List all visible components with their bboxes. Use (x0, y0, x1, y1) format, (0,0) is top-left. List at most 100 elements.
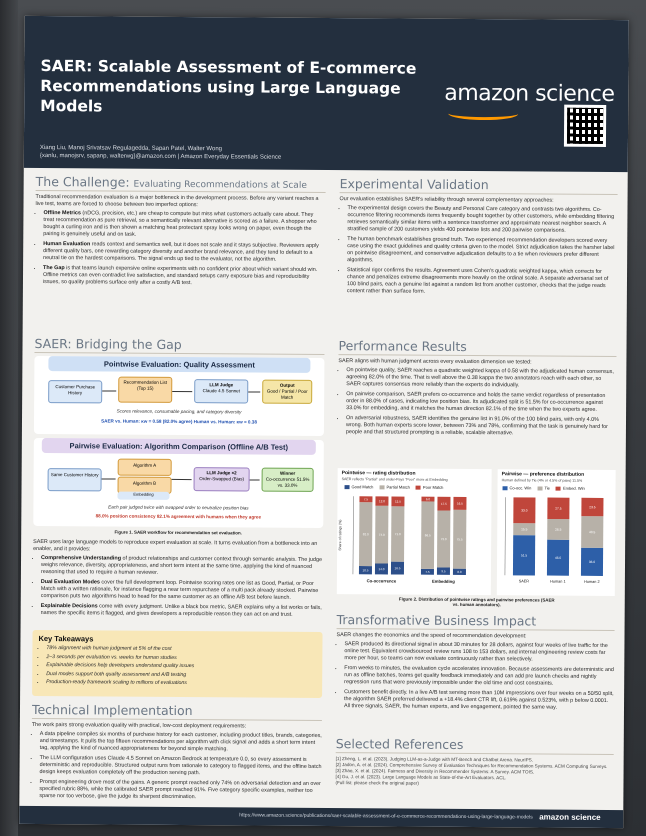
bar-value-label: 7.5 (364, 497, 369, 501)
challenge-section: The Challenge: Evaluating Recommendation… (35, 173, 326, 291)
figure-2-caption: Figure 2. Distribution of pointwise rati… (398, 596, 555, 608)
poster-title: SAER: Scalable Assessment of E-commerce … (40, 57, 417, 116)
left-column: The Challenge: Evaluating Recommendation… (32, 173, 326, 800)
bar-segment (546, 539, 570, 576)
x-tick-label: Human 2 (584, 580, 599, 584)
bar-value-label: 12.5 (395, 500, 401, 504)
logo-text: amazon science (444, 80, 615, 108)
pairwise-note: Each pair judged twice with swapped orde… (108, 504, 249, 511)
flow-arrow (248, 391, 261, 393)
bridging-heading: SAER: Bridging the Gap (34, 335, 325, 356)
bar-segment (420, 568, 434, 575)
performance-intro: SAER aligns with human judgment across e… (338, 358, 532, 366)
bar-value-label: 51.5 (521, 553, 527, 557)
chart-title: Pairwise — preference distribution (501, 471, 585, 478)
pointwise-note: Scores relevance, consumable pacing, and… (116, 408, 242, 415)
same-history-box: Same Customer History (47, 468, 102, 492)
recommendation-list-box: Recommendation List (Top 15) (118, 376, 173, 403)
validation-section: Experimental Validation Our evaluation e… (339, 176, 618, 300)
challenge-intro: Traditional recommendation evaluation is… (35, 193, 319, 209)
flow-arrow (249, 479, 260, 481)
impact-list: SAER produced its directional signal in … (336, 641, 614, 712)
impact-intro: SAER changes the economics and the speed… (336, 632, 527, 640)
flow-arrow (172, 390, 193, 393)
reference-item: (Full list: please check the original pa… (335, 780, 419, 786)
amazon-science-logo: amazon science (444, 80, 615, 121)
bar-value-label: 7.5 (425, 570, 430, 574)
pointwise-kappa: SAER vs. Human: κw = 0.58 (82.0% agree) … (101, 418, 257, 425)
bar-segment (452, 509, 467, 569)
impact-heading: Transformative Business Impact (336, 612, 615, 632)
bar-segment (581, 497, 604, 517)
bar-segment (437, 496, 451, 511)
bar-value-label: 33.0 (521, 508, 527, 512)
technical-item: The LLM configuration uses Claude 4.5 So… (40, 755, 322, 778)
challenge-heading: The Challenge: Evaluating Recommendation… (35, 173, 326, 194)
bar-value-label: 75.5 (457, 537, 463, 541)
takeaway-item: Production-ready framework scaling to mi… (46, 679, 316, 688)
bar-segment (391, 496, 405, 507)
technical-item: A data pipeline compiles six months of p… (40, 731, 322, 754)
impact-item: SAER produced its directional signal in … (344, 641, 614, 664)
paper-url: https://www.amazon.science/publications/… (239, 812, 533, 821)
validation-item: The experimental design covers the Beaut… (347, 205, 617, 235)
chart-subtitle: Human defined by Tie (4% or 4.5% of pair… (501, 478, 583, 483)
takeaway-item: 78% alignment with human judgment at 5% … (46, 645, 316, 654)
poster-header: SAER: Scalable Assessment of E-commerce … (23, 15, 629, 173)
validation-item: Statistical rigor confirms the results. … (347, 267, 617, 297)
footer-logo: amazon science (539, 812, 601, 822)
pointwise-chart-svg: Share of ratings (%)10.582.07.514.074.01… (338, 496, 467, 584)
chart-title: Pointwise — rating distribution (341, 470, 416, 477)
y-axis (352, 496, 354, 575)
bar-segment (420, 501, 435, 569)
bar-value-label: 23.5 (589, 505, 595, 509)
bar-value-label: 9.5 (441, 569, 446, 573)
key-takeaways-title: Key Takeaways (38, 634, 94, 644)
bar-value-label: 27.5 (555, 507, 561, 511)
chart-subtitle: SAER reflects "Partial" and under-Pays "… (341, 477, 448, 482)
embedding-label: Embedding (117, 491, 170, 500)
references-heading: Selected References (335, 736, 614, 756)
right-column: Experimental Validation Our evaluation e… (335, 176, 618, 786)
bar-segment (513, 523, 536, 536)
research-poster: SAER: Scalable Assessment of E-commerce … (19, 15, 629, 829)
performance-item: On adversarial robustness, SAER identifi… (346, 415, 616, 438)
bar-value-label: 16.5 (457, 502, 463, 506)
pairwise-consistency: 88.0% position consistency 82.1% agreeme… (95, 513, 262, 520)
bar-segment (391, 506, 405, 562)
references-section: Selected References [1] Zheng, L. et al.… (335, 736, 614, 788)
performance-heading: Performance Results (338, 338, 617, 358)
qr-code-icon (563, 104, 607, 147)
bridging-item: Dual Evaluation Modes cover the full dev… (41, 579, 323, 602)
bar-segment (436, 567, 450, 575)
bar-value-label: 6.0 (426, 497, 431, 501)
bridging-section: SAER: Bridging the Gap Pointwise Evaluat… (33, 335, 325, 618)
bar-segment (547, 519, 570, 540)
bar-value-label: 82.0 (363, 532, 369, 536)
bar-value-label: 17.5 (441, 502, 447, 506)
bar-segment (374, 563, 389, 575)
bar-segment (580, 547, 604, 576)
pointwise-diagram: Pointwise Evaluation: Quality Assessment… (33, 355, 325, 436)
purchase-history-box: Customer Purchase History (48, 380, 103, 404)
bridging-item: Explainable Decisions come with every ju… (41, 603, 323, 619)
bar-value-label: 10.5 (363, 568, 369, 572)
author-block: Xiang Liu, Manoj Srivatsav Regulagedda, … (40, 144, 420, 163)
bar-segment (375, 496, 389, 506)
challenge-item: Human Evaluation reads context and seman… (43, 241, 325, 264)
pointwise-title: Pointwise Evaluation: Quality Assessment (48, 356, 311, 373)
bar-value-label: 71.0 (395, 532, 401, 536)
performance-section: Performance Results SAER aligns with hum… (338, 338, 617, 441)
bridging-body: SAER uses large language models to repro… (33, 539, 324, 622)
chart-legend: Co-occ. Win Tie Embed. Win (498, 485, 585, 491)
bar-segment (436, 510, 451, 568)
technical-heading: Technical Implementation (31, 701, 323, 721)
takeaway-item: Dual modes support both quality assessme… (46, 671, 316, 680)
performance-item: On pointwise quality, SAER reaches a qua… (346, 367, 616, 390)
bar-value-label: 36.0 (589, 560, 595, 564)
x-tick-label: Human 1 (550, 580, 565, 584)
challenge-item: The Gap is that teams launch expensive o… (43, 265, 325, 288)
